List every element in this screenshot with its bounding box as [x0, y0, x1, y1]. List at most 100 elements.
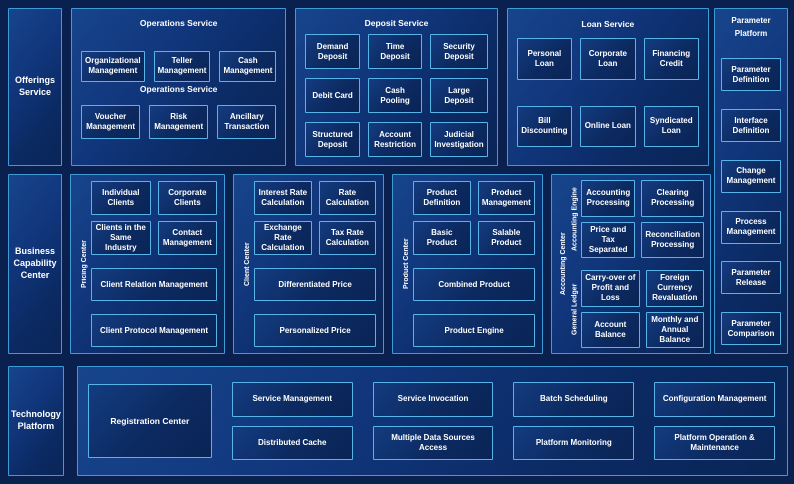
box-client-relation-management: Client Relation Management — [91, 268, 218, 301]
deposit-service-title: Deposit Service — [364, 18, 429, 28]
box-demand-deposit: Demand Deposit — [305, 34, 360, 69]
box-voucher-management: Voucher Management — [81, 104, 141, 139]
box-service-invocation: Service Invocation — [372, 382, 494, 417]
box-configuration-management: Configuration Management — [654, 382, 775, 417]
box-monthly-annual-balance: Monthly and Annual Balance — [645, 311, 704, 348]
box-syndicated-loan: Syndicated Loan — [643, 105, 699, 147]
box-debit-card: Debit Card — [305, 78, 360, 113]
box-security-deposit: Security Deposit — [430, 34, 488, 69]
box-registration-center: Registration Center — [87, 384, 212, 458]
box-process-management: Process Management — [721, 210, 781, 244]
box-multiple-data-sources-access: Multiple Data Sources Access — [372, 425, 494, 460]
accounting-groups: Accounting Engine Accounting Processing … — [569, 180, 704, 348]
accounting-engine-vertical-label: Accounting Engine — [571, 187, 579, 251]
accounting-engine-group: Accounting Engine Accounting Processing … — [569, 180, 704, 258]
technology-platform-row: Technology Platform Registration Center … — [8, 366, 788, 476]
box-client-protocol-management: Client Protocol Management — [91, 314, 218, 347]
spacer — [81, 139, 276, 158]
box-cash-pooling: Cash Pooling — [367, 78, 423, 113]
box-teller-management: Teller Management — [153, 50, 211, 82]
client-center-panel: Client Center Interest Rate Calculation … — [233, 174, 385, 354]
accounting-engine-grid: Accounting Processing Clearing Processin… — [581, 180, 704, 258]
deposit-service-panel: Deposit Service Demand Deposit Time Depo… — [295, 8, 498, 166]
box-tax-rate-calculation: Tax Rate Calculation — [318, 221, 377, 255]
pricing-small-grid: Individual Clients Corporate Clients Cli… — [91, 181, 218, 255]
spacer — [81, 32, 276, 51]
pricing-center-panel: Pricing Center Individual Clients Corpor… — [70, 174, 226, 354]
offerings-service-row: Offerings Service Operations Service Org… — [8, 8, 709, 166]
offerings-service-label: Offerings Service — [8, 8, 62, 166]
general-ledger-vertical-label: General Ledger — [571, 283, 579, 335]
box-foreign-currency-revaluation: Foreign Currency Revaluation — [645, 270, 704, 307]
product-center-panel: Product Center Product Definition Produc… — [392, 174, 544, 354]
box-corporate-loan: Corporate Loan — [580, 38, 636, 80]
operations-service-title: Operations Service — [139, 18, 218, 28]
box-clients-same-industry: Clients in the Same Industry — [91, 221, 151, 255]
box-service-management: Service Management — [231, 382, 353, 417]
box-account-restriction: Account Restriction — [367, 122, 423, 157]
box-individual-clients: Individual Clients — [91, 181, 151, 215]
box-ancillary-transaction: Ancillary Transaction — [217, 104, 277, 139]
business-capability-center-label: Business Capability Center — [8, 174, 62, 354]
box-distributed-cache: Distributed Cache — [231, 425, 353, 460]
product-center-vertical-label: Product Center — [403, 238, 411, 290]
box-product-management: Product Management — [477, 181, 536, 215]
box-interest-rate-calculation: Interest Rate Calculation — [254, 181, 312, 215]
box-organizational-management: Organizational Management — [81, 50, 145, 82]
deposit-grid: Demand Deposit Time Deposit Security Dep… — [305, 32, 488, 157]
box-online-loan: Online Loan — [580, 105, 636, 147]
pricing-center-content: Individual Clients Corporate Clients Cli… — [91, 181, 218, 347]
accounting-center-panel: Accounting Center Accounting Engine Acco… — [551, 174, 711, 354]
technology-platform-panel: Registration Center Service Management S… — [76, 366, 788, 476]
business-capability-row: Business Capability Center Pricing Cente… — [8, 174, 711, 354]
box-account-balance: Account Balance — [581, 311, 640, 348]
box-reconciliation-processing: Reconciliation Processing — [641, 221, 704, 258]
parameter-platform-title-line2: Platform — [734, 28, 768, 38]
box-risk-management: Risk Management — [149, 104, 209, 139]
box-cash-management: Cash Management — [219, 50, 277, 82]
box-combined-product: Combined Product — [413, 268, 536, 301]
box-differentiated-price: Differentiated Price — [254, 268, 377, 301]
product-small-grid: Product Definition Product Management Ba… — [413, 181, 536, 255]
operations-service-subtitle: Operations Service — [139, 84, 218, 94]
box-basic-product: Basic Product — [413, 221, 471, 255]
loan-service-title: Loan Service — [581, 19, 635, 29]
technology-grid: Service Management Service Invocation Ba… — [231, 382, 775, 460]
box-bill-discounting: Bill Discounting — [516, 105, 573, 147]
parameter-platform-panel: Parameter Platform Parameter Definition … — [714, 8, 788, 354]
operations-service-panel: Operations Service Organizational Manage… — [71, 8, 287, 166]
box-exchange-rate-calculation: Exchange Rate Calculation — [254, 221, 312, 255]
operations-row-1: Organizational Management Teller Managem… — [81, 50, 277, 82]
box-parameter-definition: Parameter Definition — [721, 58, 781, 92]
general-ledger-grid: Carry-over of Profit and Loss Foreign Cu… — [581, 270, 704, 348]
box-parameter-release: Parameter Release — [721, 261, 781, 295]
box-change-management: Change Management — [721, 159, 781, 193]
parameter-platform-title-line1: Parameter — [731, 16, 771, 25]
pricing-center-vertical-label: Pricing Center — [81, 240, 88, 288]
box-product-definition: Product Definition — [413, 181, 471, 215]
box-time-deposit: Time Deposit — [367, 34, 423, 69]
box-personal-loan: Personal Loan — [516, 38, 573, 80]
box-large-deposit: Large Deposit — [430, 78, 488, 113]
general-ledger-group: General Ledger Carry-over of Profit and … — [569, 270, 704, 348]
box-clearing-processing: Clearing Processing — [641, 180, 704, 217]
box-interface-definition: Interface Definition — [721, 109, 781, 143]
box-financing-credit: Financing Credit — [643, 38, 699, 80]
operations-row-2: Voucher Management Risk Management Ancil… — [81, 104, 277, 139]
technology-platform-label: Technology Platform — [8, 366, 64, 476]
box-carry-over-profit-loss: Carry-over of Profit and Loss — [581, 270, 640, 307]
box-platform-monitoring: Platform Monitoring — [513, 425, 635, 460]
box-batch-scheduling: Batch Scheduling — [513, 382, 635, 417]
client-center-vertical-label: Client Center — [244, 242, 252, 286]
box-product-engine: Product Engine — [413, 314, 536, 347]
parameter-platform-title: Parameter Platform — [721, 15, 781, 41]
client-center-content: Interest Rate Calculation Rate Calculati… — [254, 181, 377, 347]
box-platform-operation-maintenance: Platform Operation & Maintenance — [654, 425, 775, 460]
client-small-grid: Interest Rate Calculation Rate Calculati… — [254, 181, 377, 255]
loan-service-panel: Loan Service Personal Loan Corporate Loa… — [506, 8, 709, 166]
box-accounting-processing: Accounting Processing — [581, 180, 636, 217]
product-center-content: Product Definition Product Management Ba… — [413, 181, 536, 347]
box-structured-deposit: Structured Deposit — [305, 122, 360, 157]
box-contact-management: Contact Management — [157, 221, 218, 255]
